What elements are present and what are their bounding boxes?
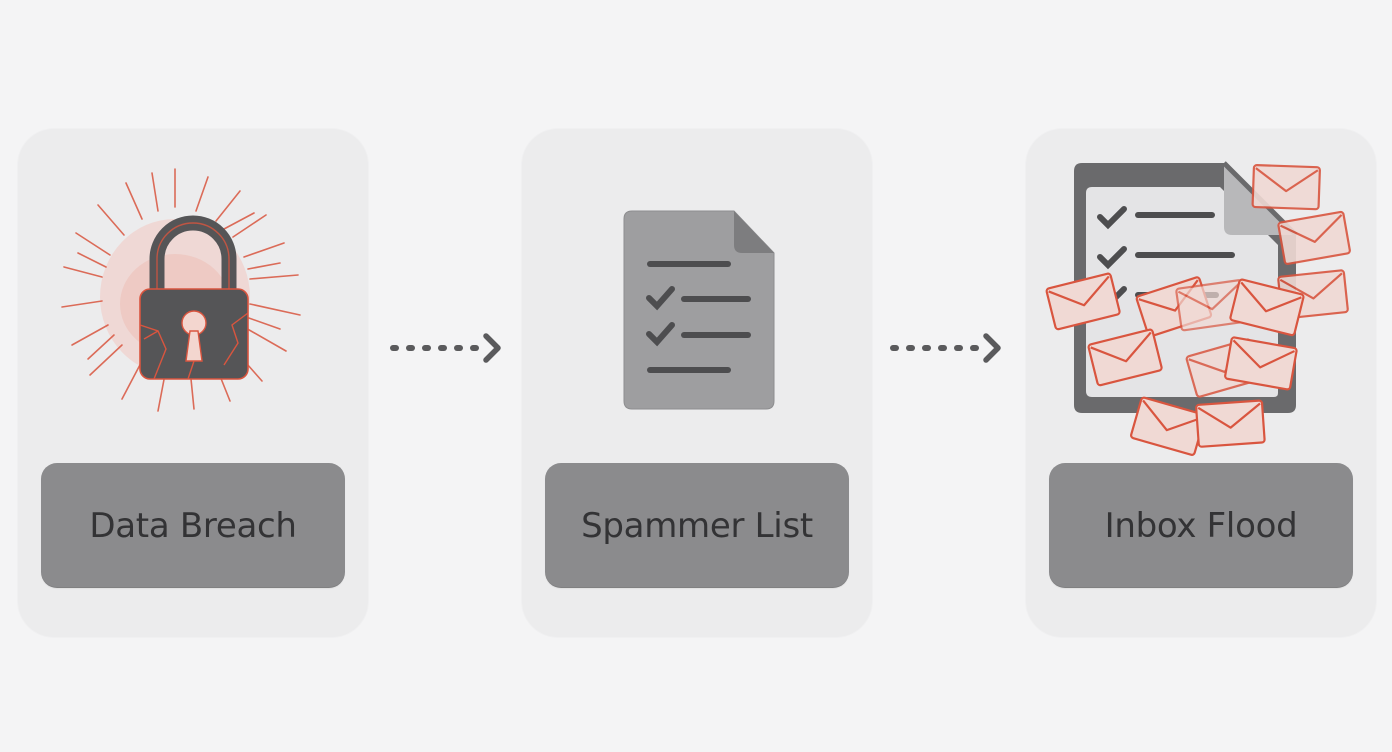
step-label-box: Data Breach xyxy=(41,463,345,588)
step-label: Spammer List xyxy=(581,505,813,546)
step-label: Inbox Flood xyxy=(1104,505,1298,546)
checklist-document-icon xyxy=(522,129,872,459)
dotted-arrow-right-icon xyxy=(886,330,1006,366)
step-label-box: Spammer List xyxy=(545,463,849,588)
document-with-envelopes-icon xyxy=(1026,129,1376,459)
broken-padlock-icon xyxy=(18,129,368,459)
step-label: Data Breach xyxy=(89,505,297,546)
step-card-inbox-flood: Inbox Flood xyxy=(1026,129,1376,637)
step-card-spammer-list: Spammer List xyxy=(522,129,872,637)
step-label-box: Inbox Flood xyxy=(1049,463,1353,588)
step-card-data-breach: Data Breach xyxy=(18,129,368,637)
dotted-arrow-right-icon xyxy=(386,330,506,366)
